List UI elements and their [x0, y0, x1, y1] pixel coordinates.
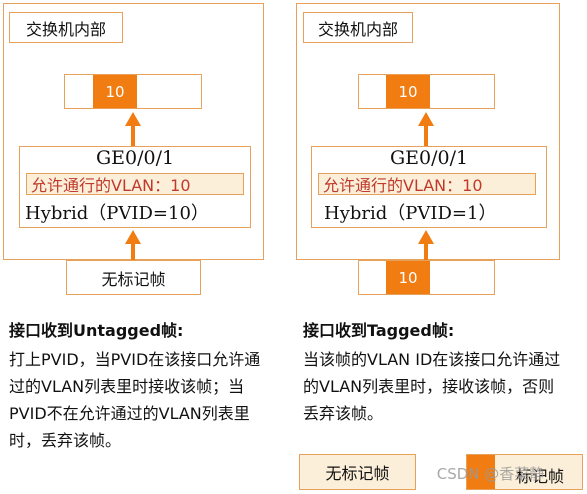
- right-lower-arrow-stem: [424, 243, 428, 260]
- left-lower-arrow-stem: [131, 243, 135, 260]
- right-switch-label: 交换机内部: [303, 12, 413, 43]
- legend-tagged-frame-label: 标记帧: [515, 467, 564, 486]
- right-port-mode: Hybrid（PVID=1）: [324, 203, 497, 224]
- right-port-name: GE0/0/1: [389, 147, 469, 169]
- right-description: 当该帧的VLAN ID在该接口允许通过的VLAN列表里时，接收该帧，否则丢弃该帧…: [303, 350, 561, 423]
- right-incoming-frame-tag: 10: [386, 261, 430, 294]
- left-lower-arrow-head: [125, 230, 141, 244]
- right-lower-arrow-head: [418, 230, 434, 244]
- watermark: CSDN @香菜静: [436, 465, 545, 483]
- left-port-name: GE0/0/1: [95, 147, 175, 169]
- left-upper-arrow-head: [125, 112, 141, 126]
- legend-tagged-frame-tag: [467, 455, 495, 489]
- left-switch-label: 交换机内部: [9, 12, 123, 43]
- left-internal-frame-tag: 10: [93, 75, 137, 108]
- legend-untagged-frame: 无标记帧: [299, 454, 416, 490]
- right-upper-arrow-stem: [424, 124, 428, 146]
- left-vlan-allowed: 允许通行的VLAN：10: [26, 173, 244, 195]
- right-internal-frame-tag: 10: [386, 75, 430, 108]
- left-port-mode: Hybrid（PVID=10）: [25, 203, 209, 224]
- left-incoming-untagged-frame: 无标记帧: [66, 260, 201, 295]
- left-upper-arrow-stem: [131, 124, 135, 146]
- left-description: 打上PVID，当PVID在该接口允许通过的VLAN列表里时接收该帧；当PVID不…: [9, 350, 261, 450]
- right-vlan-allowed: 允许通行的VLAN：10: [318, 173, 536, 195]
- right-upper-arrow-head: [418, 112, 434, 126]
- left-heading: 接口收到Untagged帧:: [9, 321, 184, 340]
- right-heading: 接口收到Tagged帧:: [303, 321, 455, 340]
